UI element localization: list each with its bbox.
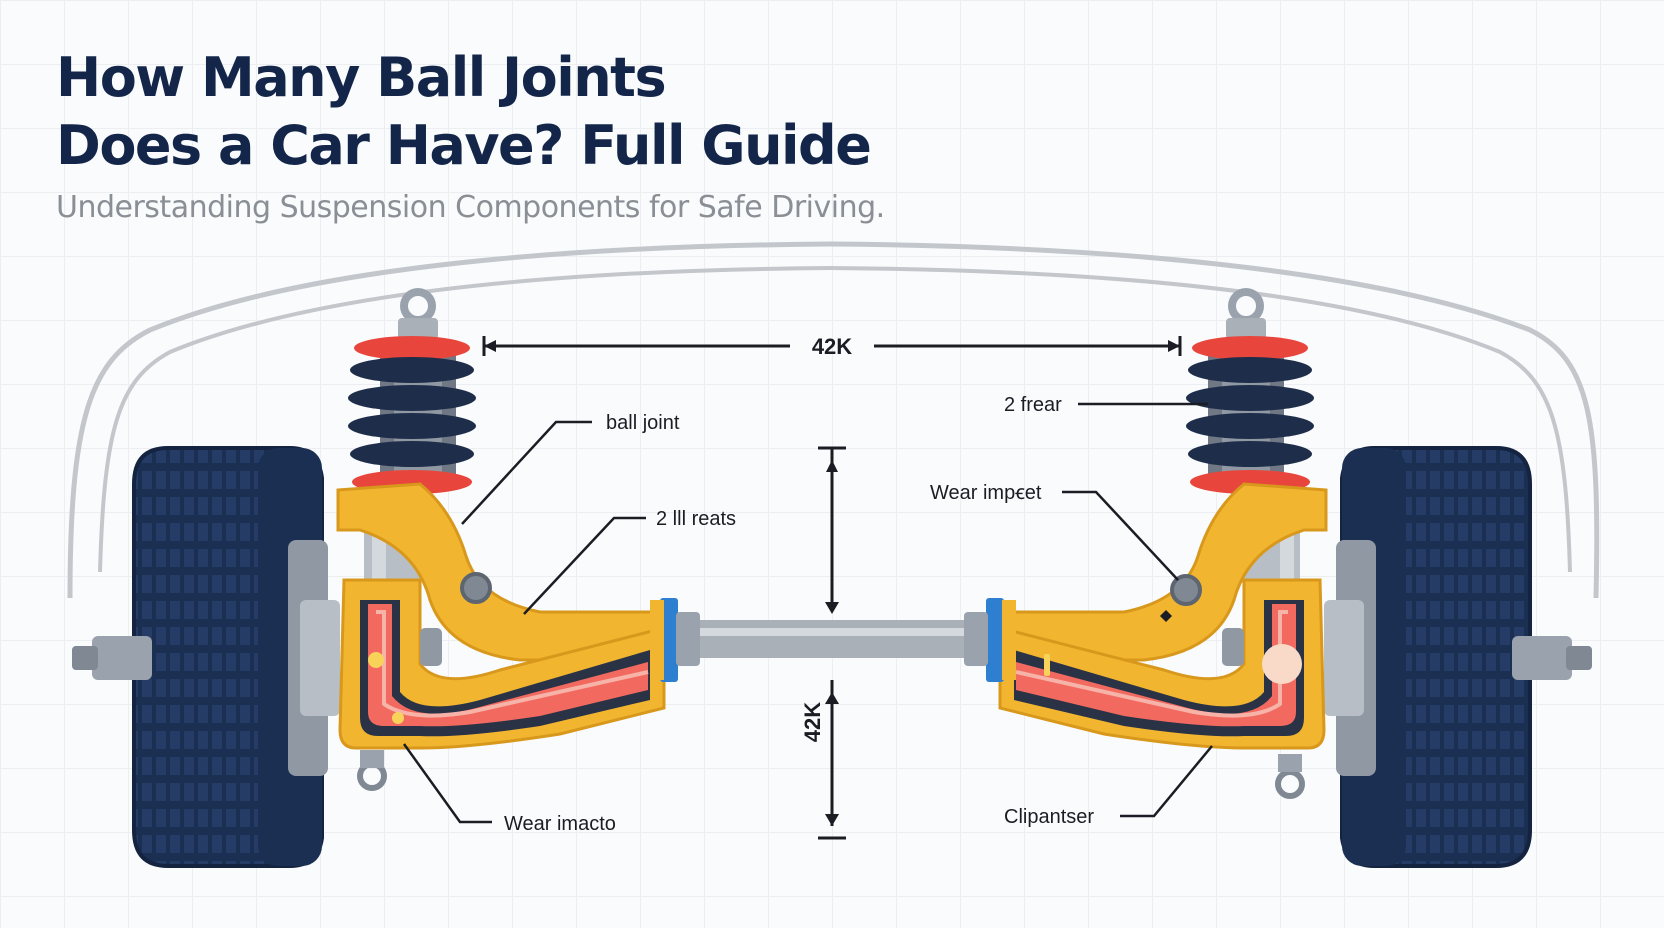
width-dimension: 42K — [482, 334, 1182, 359]
page-subtitle: Understanding Suspension Components for … — [56, 190, 885, 225]
right-lower-control-arm — [998, 578, 1326, 799]
callout-ball-joint: ball joint — [461, 412, 680, 525]
callout-wear-impacto-label: Wear imacto — [504, 813, 616, 835]
right-wheel — [1324, 446, 1592, 868]
left-upper-control-arm — [336, 482, 666, 662]
title-line-2: Does a Car Have? Full Guide — [56, 114, 872, 177]
callout-wear-impet: Wear impꞓet — [930, 482, 1179, 581]
vehicle-body-outline — [67, 241, 1600, 599]
callout-clipantser: Clipantser — [1004, 745, 1213, 828]
callout-frear-label: 2 frear — [1004, 394, 1062, 416]
height-dimension-label: 42K — [800, 702, 825, 742]
left-lower-control-arm — [338, 578, 666, 791]
title-line-1: How Many Ball Joints — [56, 46, 667, 109]
right-upper-control-arm — [998, 482, 1328, 662]
left-wheel — [72, 446, 340, 868]
callout-wear-impet-label: Wear impꞓet — [930, 482, 1042, 504]
height-dimension: 42K — [800, 446, 846, 840]
header: How Many Ball Joints Does a Car Have? Fu… — [56, 44, 1156, 228]
callout-ill-reats: 2 lll reats — [523, 508, 736, 615]
page-title: How Many Ball Joints Does a Car Have? Fu… — [56, 44, 1156, 180]
callout-ball-joint-label: ball joint — [606, 412, 680, 434]
width-dimension-label: 42K — [812, 334, 852, 359]
callout-frear: 2 frear — [1004, 394, 1208, 416]
callout-ill-reats-label: 2 lll reats — [656, 508, 736, 530]
callout-wear-impacto: Wear imacto — [402, 743, 616, 835]
callout-clipantser-label: Clipantser — [1004, 806, 1094, 828]
axle-shaft — [650, 598, 1016, 682]
